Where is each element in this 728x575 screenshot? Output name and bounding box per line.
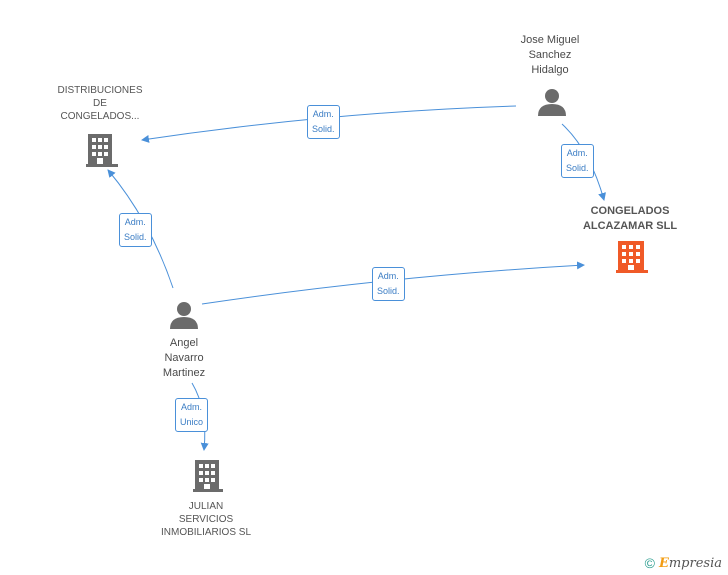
footer-brand: © Empresia <box>645 555 722 571</box>
edge-label-jose-congelados: Adm. Solid. <box>561 144 594 178</box>
building-icon <box>86 134 118 167</box>
person-label-angel[interactable]: Angel Navarro Martinez <box>162 337 206 379</box>
brand-initial: E <box>658 555 669 571</box>
edge-label-jose-distribuciones: Adm. Solid. <box>307 105 340 139</box>
company-label-distribuciones[interactable]: DISTRIBUCIONES DE CONGELADOS... <box>57 85 143 122</box>
brand-name: mpresia <box>668 555 722 571</box>
copyright-icon: © <box>644 555 655 571</box>
brand-logo[interactable]: Empresia <box>659 556 722 571</box>
edge-label-angel-congelados: Adm. Solid. <box>372 267 405 301</box>
edge-label-angel-julian: Adm. Unico <box>175 398 209 432</box>
edge-label-angel-distribuciones: Adm. Solid. <box>119 213 152 247</box>
company-label-congelados[interactable]: CONGELADOS ALCAZAMAR SLL <box>582 205 678 232</box>
person-icon <box>538 89 566 116</box>
building-main-icon <box>616 241 648 273</box>
person-label-jose[interactable]: Jose Miguel Sanchez Hidalgo <box>520 34 580 76</box>
person-icon <box>170 302 198 329</box>
building-icon <box>193 460 223 492</box>
company-label-julian[interactable]: JULIAN SERVICIOS INMOBILIARIOS SL <box>160 501 252 538</box>
